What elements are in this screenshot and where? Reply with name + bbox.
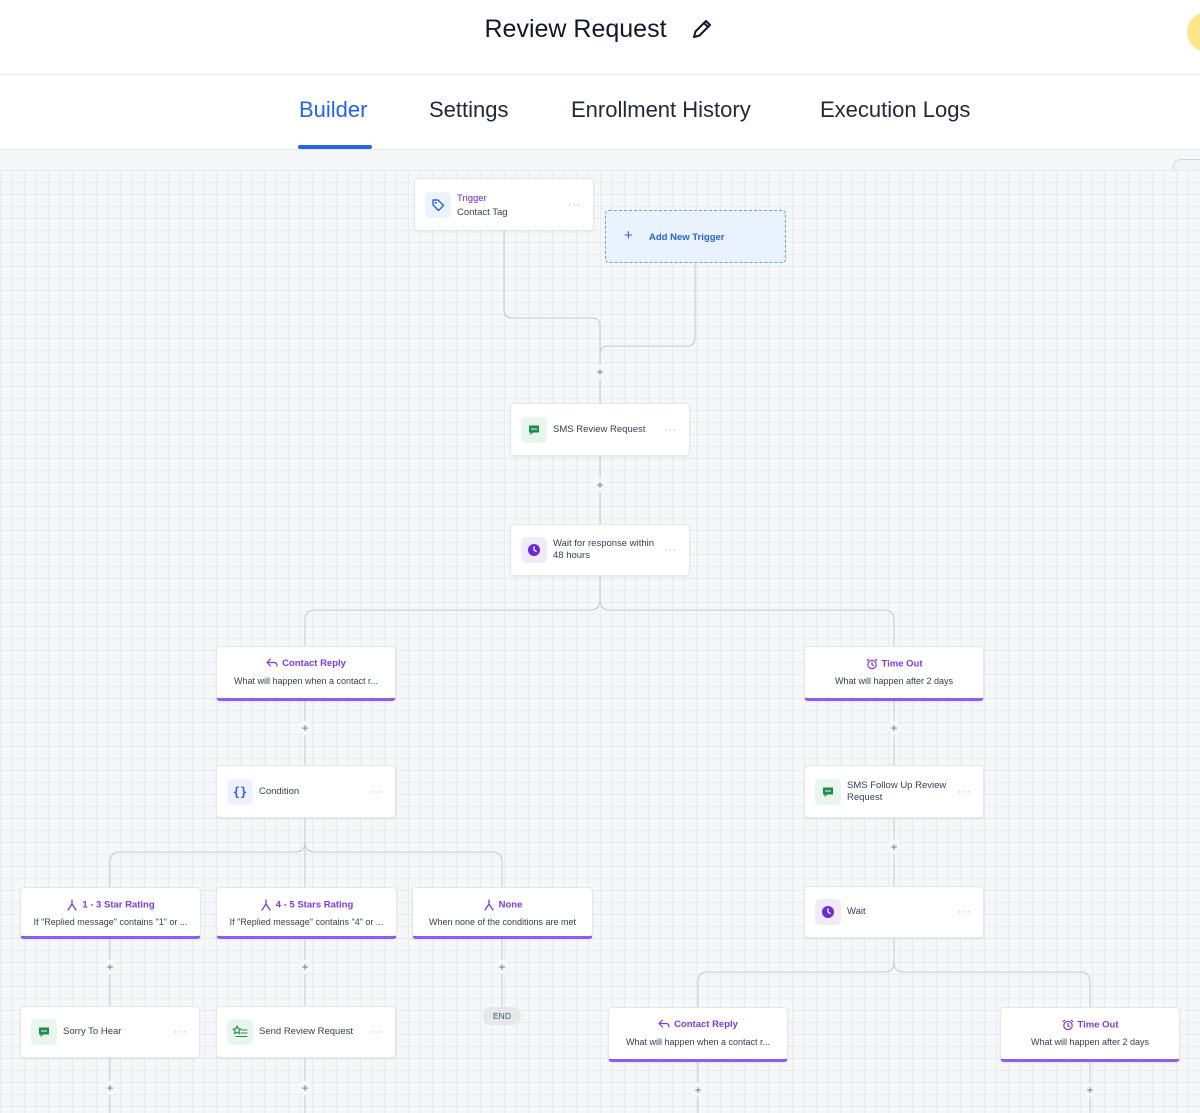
active-tab-indicator [298,145,372,149]
branch-title: Time Out [1077,1019,1119,1031]
add-step-button[interactable]: + [887,721,901,735]
sms-icon [521,416,547,443]
node-label: Send Review Request [259,1026,353,1037]
time-out-branch[interactable]: Time Out What will happen after 2 days [804,646,984,701]
add-new-trigger-label: Add New Trigger [649,232,725,243]
branch-title: Contact Reply [282,658,346,669]
branch-description: What will happen when a contact r... [233,676,379,686]
add-step-button[interactable]: + [298,1081,312,1095]
add-new-trigger-button[interactable]: + Add New Trigger [605,210,786,263]
sms-follow-up-node[interactable]: SMS Follow Up Review Request ··· [804,765,984,818]
contact-reply-branch-2[interactable]: Contact Reply What will happen when a co… [608,1007,788,1062]
branch-description: What will happen after 2 days [834,676,954,686]
tag-icon [425,191,451,218]
branch-title: 4 - 5 Stars Rating [275,899,354,911]
clock-icon [521,537,547,563]
node-label: Wait for response within 48 hours [553,538,655,561]
branch-description: If "Replied message" contains "1" or ... [33,917,188,927]
avatar[interactable] [1187,12,1200,52]
add-step-button[interactable]: + [1083,1083,1097,1097]
sorry-to-hear-node[interactable]: Sorry To Hear ··· [20,1006,200,1058]
sms-icon [31,1019,57,1045]
more-menu-icon[interactable]: ··· [370,1026,383,1038]
split-icon [67,899,77,911]
sms-review-request-node[interactable]: SMS Review Request ··· [510,403,690,456]
trigger-title: Trigger [457,193,487,204]
tab-builder[interactable]: Builder [299,97,368,122]
more-menu-icon[interactable]: ··· [174,1026,187,1038]
add-step-button[interactable]: + [103,960,117,974]
more-menu-icon[interactable]: ··· [568,199,581,210]
more-menu-icon[interactable]: ··· [370,786,383,797]
tab-execution-logs[interactable]: Execution Logs [820,97,971,122]
add-step-button[interactable]: + [298,721,312,735]
tab-settings[interactable]: Settings [429,97,509,122]
contact-reply-branch[interactable]: Contact Reply What will happen when a co… [216,646,396,701]
condition-node[interactable]: {} Condition ··· [216,765,396,818]
tab-enrollment-history[interactable]: Enrollment History [571,97,751,122]
end-marker: END [483,1007,521,1025]
wait-node[interactable]: Wait ··· [804,886,984,938]
split-icon [261,899,271,911]
wait-for-response-node[interactable]: Wait for response within 48 hours ··· [510,524,690,576]
tab-bar: Builder Settings Enrollment History Exec… [0,75,1200,217]
braces-icon: {} [227,778,253,805]
add-step-button[interactable]: + [887,840,901,854]
rating-4-5-branch[interactable]: 4 - 5 Stars Rating If "Replied message" … [216,887,397,939]
node-label: Condition [259,785,300,797]
time-out-branch-2[interactable]: Time Out What will happen after 2 days [1000,1007,1180,1062]
more-menu-icon[interactable]: ··· [958,786,971,797]
more-menu-icon[interactable]: ··· [664,424,677,435]
branch-title: Time Out [881,658,923,670]
reply-icon [658,1019,670,1029]
plus-icon: + [624,227,633,244]
node-label: SMS Review Request [553,423,646,435]
add-step-button[interactable]: + [593,478,607,492]
add-step-button[interactable]: + [593,365,607,379]
rating-1-3-branch[interactable]: 1 - 3 Star Rating If "Replied message" c… [20,887,201,939]
split-icon [483,899,494,911]
add-step-button[interactable]: + [495,960,509,974]
trigger-subtitle: Contact Tag [457,207,508,218]
node-label: SMS Follow Up Review Request [847,779,947,803]
branch-title: 1 - 3 Star Rating [82,899,155,911]
branch-description: What will happen after 2 days [1030,1037,1150,1047]
add-step-button[interactable]: + [691,1083,705,1097]
node-label: Wait [847,906,866,917]
alarm-icon [1062,1019,1073,1031]
star-list-icon [227,1019,253,1045]
more-menu-icon[interactable]: ··· [664,544,677,556]
branch-description: If "Replied message" contains "4" or ... [229,917,384,927]
workflow-title-text: Review Request [484,14,667,43]
branch-title: Contact Reply [674,1019,738,1030]
branch-description: When none of the conditions are met [428,917,577,927]
branch-title: None [498,899,523,911]
pencil-icon[interactable] [689,16,715,42]
reply-icon [266,658,278,668]
add-step-button[interactable]: + [298,960,312,974]
send-review-request-node[interactable]: Send Review Request ··· [216,1006,396,1058]
node-label: Sorry To Hear [63,1026,122,1037]
alarm-icon [866,658,877,670]
app-header: Review Request [0,0,1200,75]
add-step-button[interactable]: + [103,1081,117,1095]
workflow-title: Review Request [0,14,1200,44]
branch-description: What will happen when a contact r... [625,1037,771,1047]
trigger-node[interactable]: Trigger Contact Tag ··· [414,178,594,231]
sms-icon [815,778,841,805]
clock-icon [815,899,841,925]
more-menu-icon[interactable]: ··· [958,906,971,918]
none-branch[interactable]: None When none of the conditions are met [412,887,593,939]
